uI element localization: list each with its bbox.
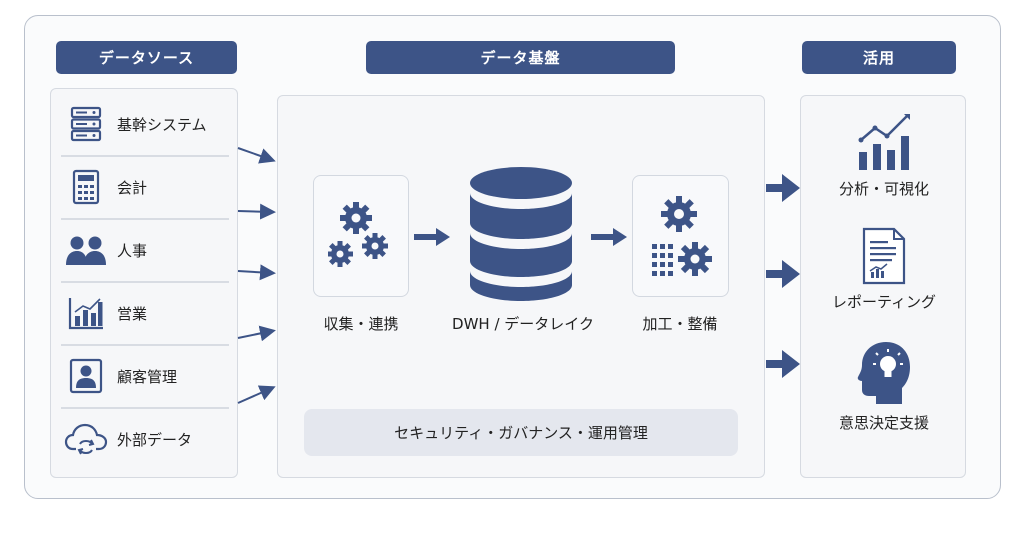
usage-label: 意思決定支援 [838, 414, 929, 432]
report-icon [801, 227, 967, 285]
usage-label: レポーティング [831, 293, 937, 311]
source-label: 会計 [117, 178, 148, 197]
head-lightbulb-icon [801, 340, 967, 406]
customer-card-icon [61, 358, 111, 394]
source-item-accounting: 会計 [61, 156, 229, 218]
processing-box [632, 175, 729, 297]
gear-grid-icon [649, 196, 715, 280]
source-item-hr: 人事 [61, 219, 229, 281]
bar-chart-icon [61, 296, 111, 330]
divider [61, 344, 229, 346]
source-label: 人事 [117, 241, 148, 260]
collection-label: 収集・連携 [323, 315, 399, 333]
processing-label: 加工・整備 [642, 315, 718, 333]
dwh-label: DWH / データレイク [452, 315, 594, 333]
divider [61, 407, 229, 409]
people-icon [61, 234, 111, 266]
source-item-crm: 顧客管理 [61, 345, 229, 407]
source-item-sales: 営業 [61, 282, 229, 344]
usage-item-reporting: レポーティング [801, 227, 967, 312]
header-data-sources: データソース [56, 41, 237, 74]
arrow-dwh-to-processing [591, 228, 627, 246]
cloud-sync-icon [61, 422, 111, 456]
data-sources-panel: 基幹システム 会計 人事 [50, 88, 238, 478]
header-usage: 活用 [802, 41, 956, 74]
source-item-core-systems: 基幹システム [61, 93, 229, 155]
calculator-icon [61, 169, 111, 205]
divider [61, 281, 229, 283]
divider [61, 218, 229, 220]
database-icon [468, 165, 574, 303]
usage-item-analytics: 分析・可視化 [801, 112, 967, 199]
arrow-collection-to-dwh [414, 228, 450, 246]
source-label: 基幹システム [117, 115, 207, 134]
usage-panel: 分析・可視化 レポーティング [800, 95, 966, 478]
governance-bar: セキュリティ・ガバナンス・運用管理 [304, 409, 738, 456]
source-arrows [237, 147, 276, 404]
usage-label: 分析・可視化 [838, 180, 929, 198]
usage-item-decision-support: 意思決定支援 [801, 340, 967, 433]
usage-arrows [766, 174, 800, 378]
server-icon [61, 106, 111, 142]
growth-chart-icon [801, 112, 967, 172]
source-label: 営業 [117, 304, 148, 323]
source-label: 外部データ [117, 430, 193, 449]
gears-icon [328, 200, 394, 276]
source-item-external: 外部データ [61, 408, 229, 470]
header-data-platform: データ基盤 [366, 41, 675, 74]
collection-box [313, 175, 409, 297]
source-label: 顧客管理 [117, 367, 178, 386]
divider [61, 155, 229, 157]
